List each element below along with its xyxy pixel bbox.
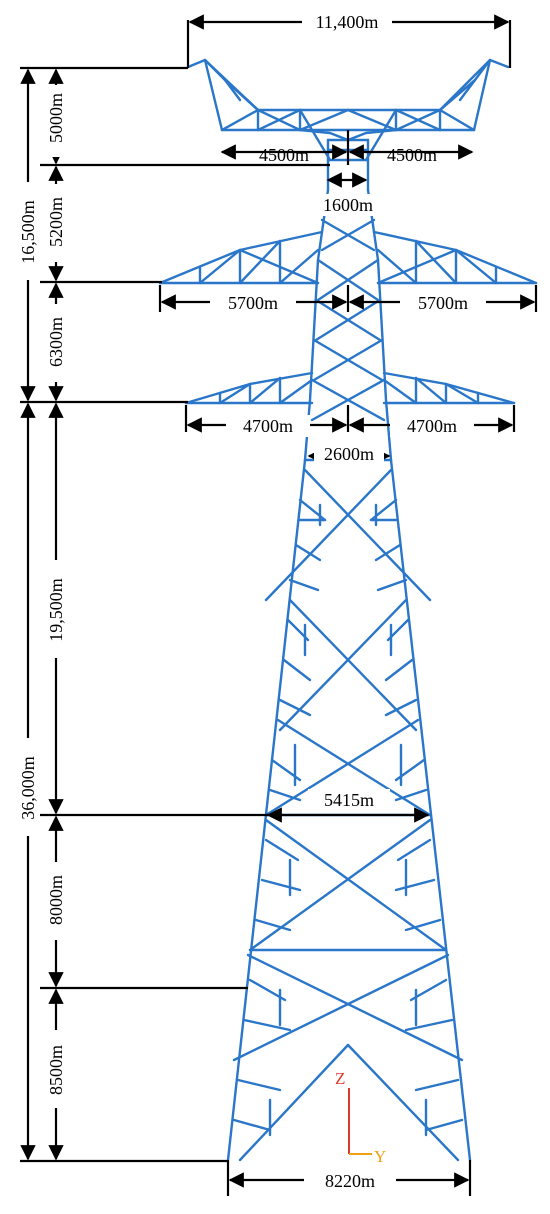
height-5000-label: 5000m xyxy=(46,93,66,143)
crossarm1-left-label: 4500m xyxy=(259,145,309,165)
coordinate-axes: Z Y xyxy=(335,1069,386,1166)
dimension-lines xyxy=(20,14,538,1196)
height-6300-label: 6300m xyxy=(46,317,66,367)
dimension-labels: 11,400m 4500m 4500m 1600m 5700m 5700m 47… xyxy=(18,10,486,1192)
crossarm3-left-label: 4700m xyxy=(243,416,293,436)
mid-width-label: 5415m xyxy=(324,790,374,810)
top-width-label: 11,400m xyxy=(316,12,379,32)
y-axis-label: Y xyxy=(374,1147,386,1166)
middle-crossarm xyxy=(158,230,538,285)
z-axis-label: Z xyxy=(335,1069,345,1088)
height-8000-label: 8000m xyxy=(46,875,66,925)
waist-width-label: 2600m xyxy=(324,444,374,464)
top-crossarm xyxy=(186,58,510,192)
height-5200-label: 5200m xyxy=(46,197,66,247)
height-8500-label: 8500m xyxy=(46,1045,66,1095)
crossarm3-right-label: 4700m xyxy=(407,416,457,436)
crossarm2-left-label: 5700m xyxy=(228,293,278,313)
base-width-label: 8220m xyxy=(325,1171,375,1191)
neck-width-label: 1600m xyxy=(323,195,373,215)
crossarm1-right-label: 4500m xyxy=(387,145,437,165)
tower-structure xyxy=(158,58,538,1162)
height-top-total-label: 16,500m xyxy=(18,200,38,264)
height-bottom-total-label: 36,000m xyxy=(18,756,38,820)
crossarm2-right-label: 5700m xyxy=(418,293,468,313)
lower-crossarm xyxy=(184,371,516,405)
height-19500-label: 19,500m xyxy=(46,578,66,642)
